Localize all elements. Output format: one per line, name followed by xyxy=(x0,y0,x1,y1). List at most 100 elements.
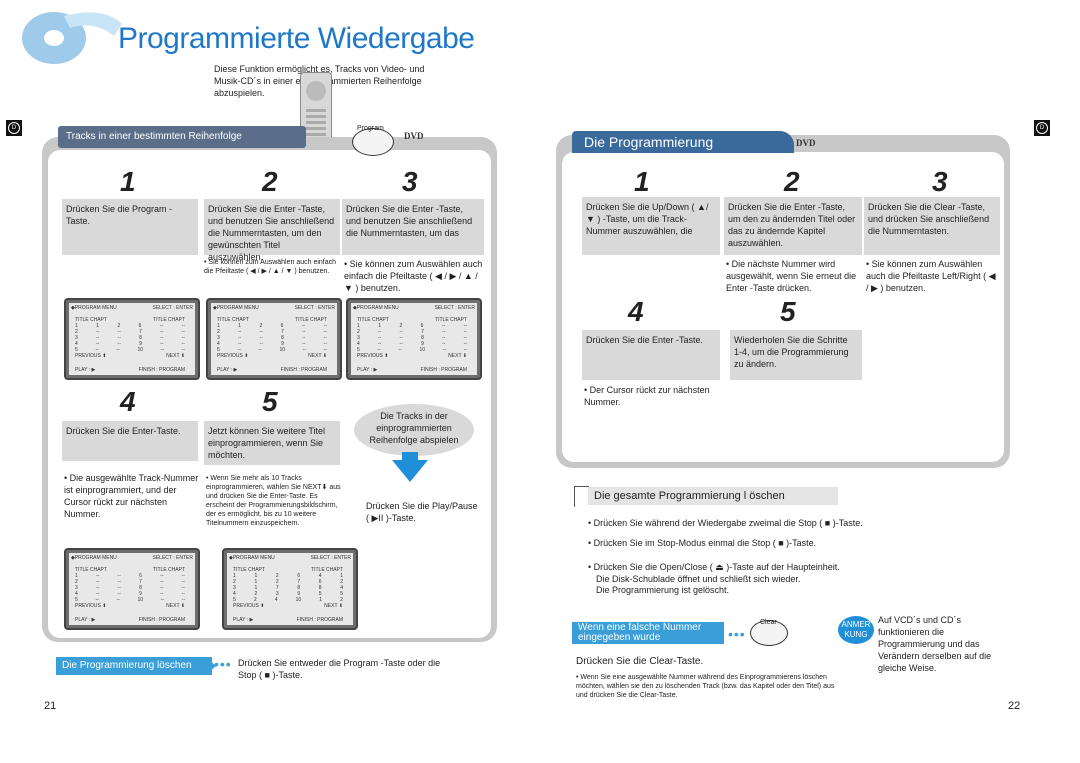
screen-cell: -- xyxy=(181,335,185,341)
screen-cell: 2 xyxy=(253,597,257,603)
screen-cell: -- xyxy=(377,341,382,347)
screen-row: 4----9---- xyxy=(75,341,185,347)
screen-row: 3----8---- xyxy=(75,585,185,591)
program-button-icon xyxy=(352,128,394,156)
screen-play: PLAY : ▶ xyxy=(217,367,238,373)
screen-cell: -- xyxy=(159,323,164,329)
screen-cell: 2 xyxy=(275,573,279,579)
screen-cell: -- xyxy=(181,597,185,603)
screen-header-right: SELECT : ENTER xyxy=(152,305,193,311)
screen-header-left: ◆PROGRAM MENU xyxy=(353,305,399,311)
dots-icon: ••• xyxy=(214,656,232,672)
screen-header: ◆PROGRAM MENU SELECT : ENTER xyxy=(71,555,193,561)
screen-cell: -- xyxy=(95,341,100,347)
screen-finish: FINISH : PROGRAM xyxy=(296,617,343,623)
screen-cell: 3 xyxy=(275,591,279,597)
screen-col: TITLE CHAPT xyxy=(357,317,389,323)
screen-cell: -- xyxy=(181,573,185,579)
screen-row: 3----8---- xyxy=(75,335,185,341)
screen-cell: 2 xyxy=(275,579,279,585)
screen-cell: 8 xyxy=(297,585,301,591)
screen-cell: -- xyxy=(323,347,327,353)
screen-col: TITLE CHAPT xyxy=(153,317,185,323)
screen-finish: FINISH : PROGRAM xyxy=(138,617,185,623)
screen-cell: 8 xyxy=(281,335,284,341)
step-5-note: • Wenn Sie mehr als 10 Tracks einprogram… xyxy=(206,475,341,527)
screen-col: TITLE CHAPT xyxy=(311,567,343,573)
screen-cell: 8 xyxy=(421,335,424,341)
screen-cell: 3 xyxy=(217,335,220,341)
clear-item: • Drücken Sie während der Wiedergabe zwe… xyxy=(588,518,863,528)
step-4-note: • Die ausgewählte Track-Nummer ist einpr… xyxy=(64,473,199,519)
page-number-left: 21 xyxy=(44,700,57,712)
screen-next: NEXT ⬇ xyxy=(166,603,185,609)
screen-cell: -- xyxy=(117,335,121,341)
screen-row: 5----10---- xyxy=(75,347,185,353)
left-section-header: Tracks in einer bestimmten Reihenfolge e… xyxy=(58,126,306,164)
screen-cell: 6 xyxy=(138,323,142,329)
screen-cell: -- xyxy=(258,347,262,353)
screen-cell: -- xyxy=(302,341,306,347)
screen-row: 2----7---- xyxy=(75,329,185,335)
dvd-label: DVD xyxy=(404,131,424,141)
screen-cell: 10 xyxy=(279,347,285,353)
screen-row: 4----9---- xyxy=(217,341,327,347)
screen-cell: 3 xyxy=(75,585,78,591)
screen-row: 4----9---- xyxy=(357,341,467,347)
screen-prev: PREVIOUS ⬆ xyxy=(217,353,249,359)
wrong-number-label: Wenn eine falsche Nummer eingegeben wurd… xyxy=(572,622,724,644)
clear-all-header: Die gesamte Programmierung l öschen xyxy=(588,487,838,505)
screen-play: PLAY : ▶ xyxy=(75,367,96,373)
screen-cell: 2 xyxy=(233,579,236,585)
screen-nav: PREVIOUS ⬆NEXT ⬇ xyxy=(233,603,343,609)
screen-cell: -- xyxy=(259,341,263,347)
screen-cell: -- xyxy=(95,597,99,603)
screen-cell: 8 xyxy=(318,585,322,591)
screen-cell: 1 xyxy=(254,585,258,591)
screen-cell: 4 xyxy=(274,597,278,603)
r-step-4-text: Drücken Sie die Enter -Taste. xyxy=(582,330,720,380)
page-title: Programmierte Wiedergabe xyxy=(118,22,475,55)
screen-row: 3----8---- xyxy=(217,335,327,341)
r-step-3-note: • Sie können zum Auswählen auch die Pfei… xyxy=(866,259,996,293)
screen-next: NEXT ⬇ xyxy=(324,603,343,609)
screen-cell: -- xyxy=(259,329,263,335)
screen-header-left: ◆PROGRAM MENU xyxy=(71,555,117,561)
screen-cell: -- xyxy=(441,323,446,329)
screen-cell: -- xyxy=(116,347,120,353)
screen-cell: -- xyxy=(302,347,306,353)
step-2-text: Drücken Sie die Enter -Taste, und benutz… xyxy=(204,199,340,262)
dots-icon: ••• xyxy=(728,626,746,642)
screen-footer: PLAY : ▶ FINISH : PROGRAM xyxy=(217,367,327,373)
screen-cell: -- xyxy=(237,335,242,341)
r-step-5-text: Wiederholen Sie die Schritte 1-4, um die… xyxy=(730,330,862,380)
screen-cell: 9 xyxy=(297,591,301,597)
screen-cell: -- xyxy=(442,329,446,335)
screen-cell: 1 xyxy=(254,573,258,579)
screen-cell: 6 xyxy=(280,323,284,329)
screen-cell: 4 xyxy=(357,341,360,347)
screen-cell: 7 xyxy=(281,329,284,335)
right-section-header: Die Programmierung xyxy=(572,131,794,153)
screen-finish: FINISH : PROGRAM xyxy=(280,367,327,373)
screen-cell: -- xyxy=(117,591,121,597)
language-badge-left: D xyxy=(6,120,22,136)
screen-col: TITLE CHAPT xyxy=(153,567,185,573)
r-step-2-text: Drücken Sie die Enter -Taste, um den zu … xyxy=(724,197,862,255)
screen-header-right: SELECT : ENTER xyxy=(152,555,193,561)
screen-cell: -- xyxy=(377,329,382,335)
screen-cell: 2 xyxy=(399,323,403,329)
step-1-text: Drücken Sie die Program - Taste. xyxy=(62,199,198,255)
screen-cell: 7 xyxy=(139,329,142,335)
screen-cell: -- xyxy=(399,335,403,341)
delete-programming-label: Die Programmierung löschen xyxy=(56,657,212,675)
